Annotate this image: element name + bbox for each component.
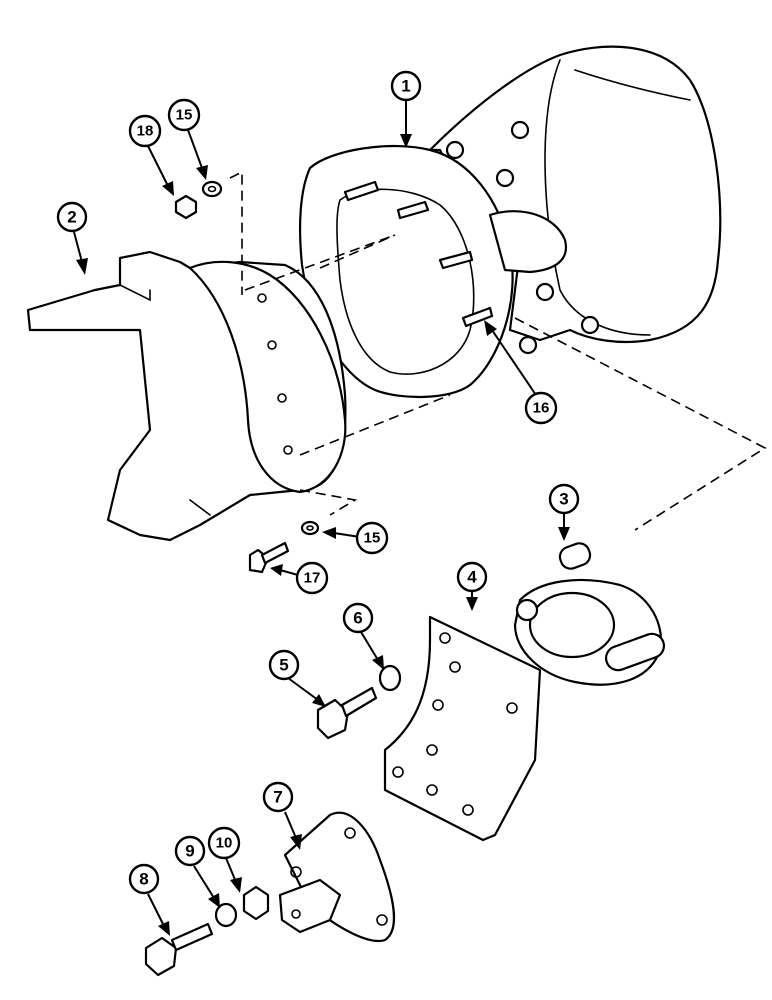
part-housing (298, 45, 722, 399)
part-collar (513, 542, 666, 686)
callout-4: 4 (456, 561, 488, 593)
fastener-bolt-5 (316, 686, 378, 740)
callout-9: 9 (174, 835, 206, 867)
callout-16-label: 16 (533, 400, 550, 417)
callout-6: 6 (342, 602, 374, 634)
callout-15-bottom: 15 (355, 521, 389, 555)
callout-3: 3 (548, 483, 580, 515)
callout-18-label: 18 (137, 123, 154, 140)
callout-4-label: 4 (467, 568, 477, 587)
fastener-bolt-17 (248, 541, 290, 574)
callout-5-label: 5 (279, 656, 288, 675)
part-plate (383, 615, 542, 842)
assembly-lines (229, 170, 767, 531)
callout-5: 5 (268, 649, 300, 681)
callout-9-label: 9 (185, 842, 194, 861)
callout-7: 7 (262, 781, 294, 813)
fastener-washer-15-top (201, 180, 223, 198)
fastener-lockwasher-6 (378, 664, 402, 692)
callout-17: 17 (295, 561, 329, 595)
callout-16: 16 (524, 391, 558, 425)
callout-2-label: 2 (67, 208, 76, 227)
callout-8-label: 8 (139, 870, 148, 889)
callout-15-top: 15 (167, 98, 201, 132)
fastener-bolt-8 (144, 922, 214, 977)
fastener-washer-15-bottom (300, 520, 320, 536)
fastener-nut-18 (174, 194, 198, 220)
part-pivot-bracket (278, 811, 396, 943)
part-axle-housing (26, 250, 347, 542)
callout-17-label: 17 (304, 570, 321, 587)
callout-2: 2 (56, 201, 88, 233)
callout-7-label: 7 (273, 788, 282, 807)
callout-15-bottom-label: 15 (364, 530, 381, 547)
callout-1-label: 1 (401, 77, 410, 96)
callout-3-label: 3 (559, 490, 568, 509)
callout-15-top-label: 15 (176, 107, 193, 124)
fastener-nut-10 (242, 885, 270, 921)
fastener-lockwasher-9 (214, 902, 238, 928)
callout-6-label: 6 (353, 609, 362, 628)
callout-1: 1 (390, 70, 422, 102)
part-studs (343, 180, 494, 328)
callout-8: 8 (128, 863, 160, 895)
leader-arrows (73, 100, 570, 936)
callout-10-label: 10 (216, 835, 233, 852)
callout-18: 18 (128, 114, 162, 148)
callout-10: 10 (207, 826, 241, 860)
